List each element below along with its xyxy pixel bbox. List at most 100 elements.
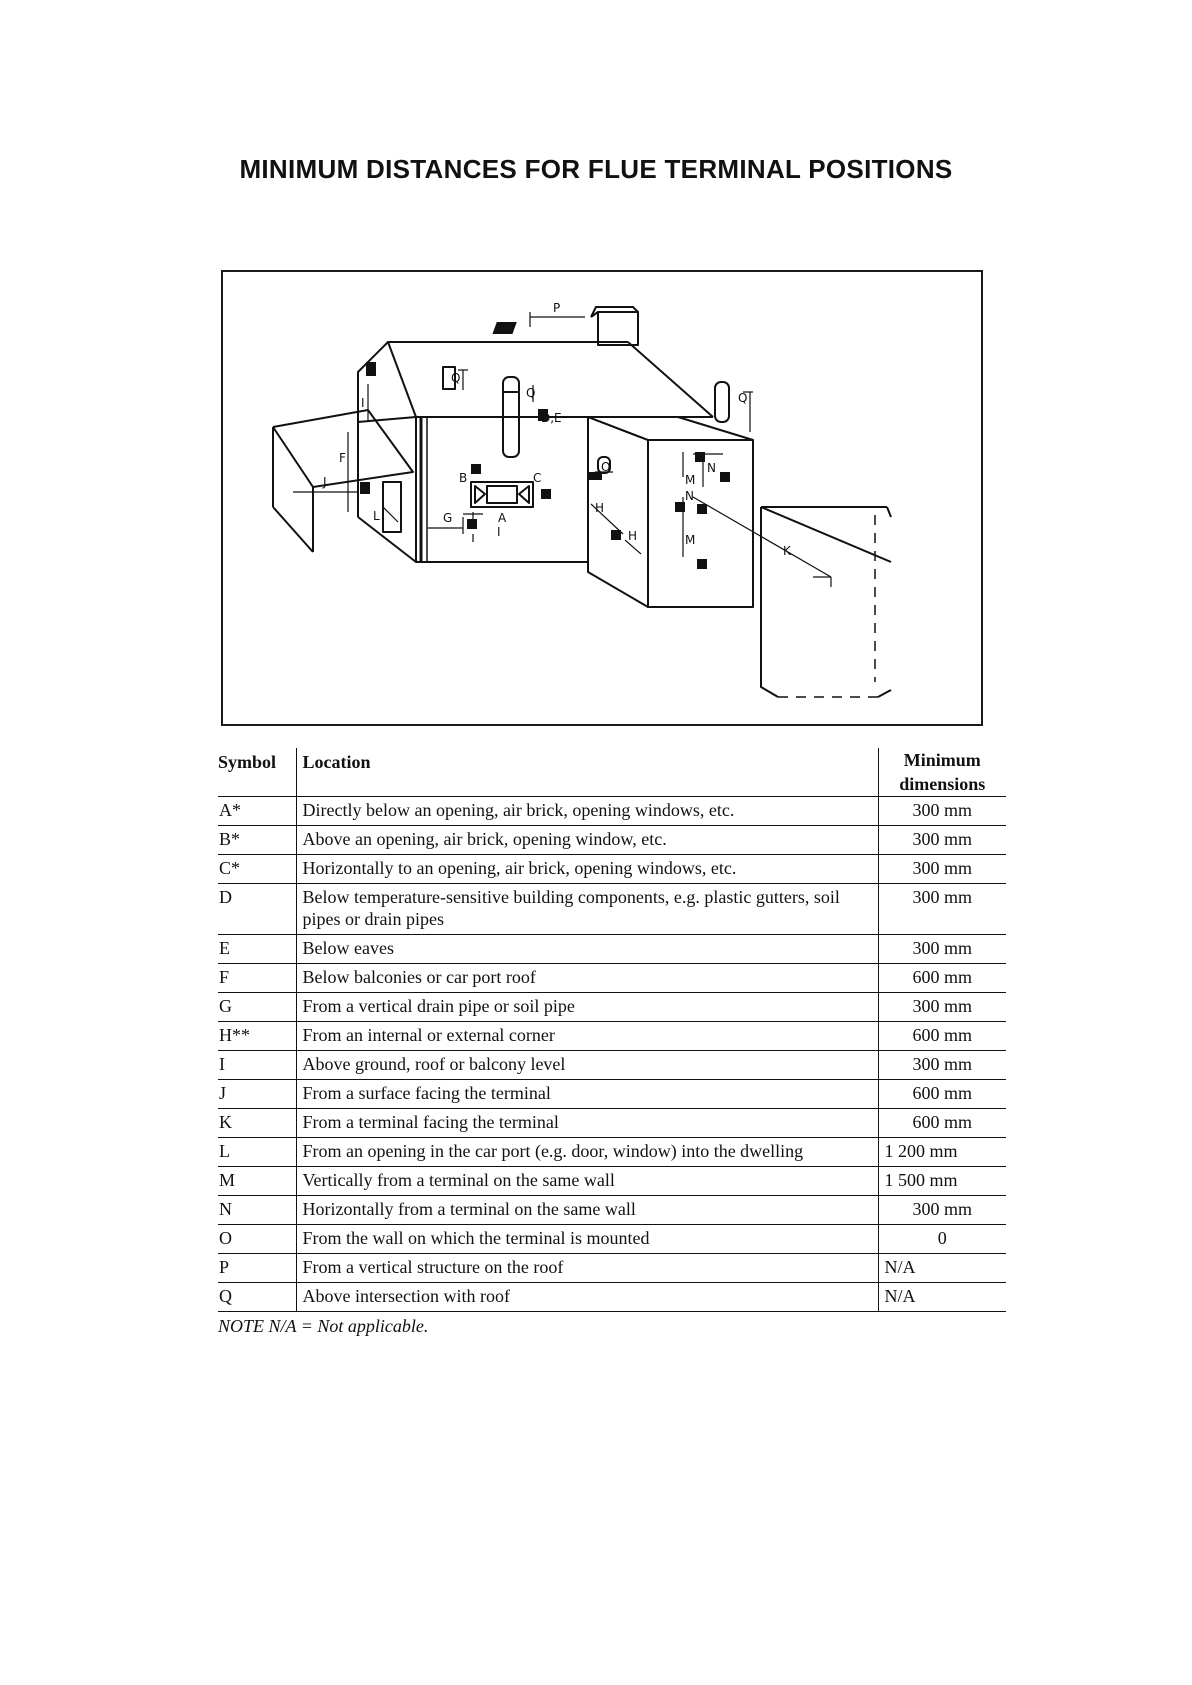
label-j: J xyxy=(322,475,327,489)
row-symbol: M xyxy=(219,1170,236,1190)
terminal-o xyxy=(588,472,602,480)
row-minimum-dimension: 600 mm xyxy=(877,1079,1006,1109)
label-n-mid: N xyxy=(685,489,694,503)
header-minimum-line1: Minimum xyxy=(903,750,981,770)
row-minimum-dimension: 0 xyxy=(877,1224,1006,1254)
row-minimum-dimension: 300 mm xyxy=(877,825,1006,855)
row-minimum-dimension: N/A xyxy=(877,1282,1006,1312)
terminal-de xyxy=(538,409,548,421)
label-de: D,E xyxy=(541,411,562,425)
row-symbol: N xyxy=(219,1199,232,1219)
house-roof xyxy=(388,341,714,418)
row-symbol: E xyxy=(219,938,230,958)
table-note: NOTE N/A = Not applicable. xyxy=(218,1316,429,1336)
drain-pipe xyxy=(419,417,428,562)
row-symbol: P xyxy=(219,1257,230,1277)
row-minimum-dimension: 1 200 mm xyxy=(877,1137,1006,1167)
terminal-n xyxy=(720,472,730,482)
terminal-c xyxy=(541,489,551,499)
terminal-m-bottom xyxy=(697,559,707,569)
row-minimum-dimension: 600 mm xyxy=(877,1021,1006,1051)
label-h-lower: H xyxy=(628,529,637,543)
row-symbol: L xyxy=(219,1141,230,1161)
label-k: K xyxy=(783,544,792,558)
row-location: Above an opening, air brick, opening win… xyxy=(295,825,878,855)
label-b: B xyxy=(459,471,467,485)
dimension-lines xyxy=(293,312,832,587)
row-symbol: O xyxy=(219,1228,232,1248)
row-location: Directly below an opening, air brick, op… xyxy=(295,796,878,826)
row-symbol: I xyxy=(219,1054,225,1074)
table-body: A*Directly below an opening, air brick, … xyxy=(218,796,1006,1312)
label-p: P xyxy=(553,301,560,315)
row-location: Below eaves xyxy=(295,934,878,964)
label-o: O xyxy=(601,460,610,474)
row-minimum-dimension: 300 mm xyxy=(877,1050,1006,1080)
row-minimum-dimension: 1 500 mm xyxy=(877,1166,1006,1196)
row-symbol: G xyxy=(219,996,232,1016)
row-location: Above intersection with roof xyxy=(295,1282,878,1312)
terminal-b xyxy=(471,464,481,474)
label-i-upper: I xyxy=(361,396,365,410)
row-location: From an internal or external corner xyxy=(295,1021,878,1051)
roof-terminal xyxy=(492,322,517,334)
table-row: A*Directly below an opening, air brick, … xyxy=(218,796,1006,826)
label-h-upper: H xyxy=(595,501,604,515)
table-row: C* Horizontally to an opening, air brick,… xyxy=(218,854,1006,884)
carport-door xyxy=(382,481,402,533)
table-row: G From a vertical drain pipe or soil pipe… xyxy=(218,992,1006,1022)
row-symbol: K xyxy=(219,1112,232,1132)
row-symbol: B* xyxy=(219,829,241,849)
terminal-centre xyxy=(697,504,707,514)
row-symbol: F xyxy=(219,967,230,987)
label-q-right: Q xyxy=(738,391,747,405)
row-location: Horizontally to an opening, air brick, o… xyxy=(295,854,878,884)
terminal-l xyxy=(360,482,370,494)
header-minimum-line2: dimensions xyxy=(899,774,986,794)
header-minimum: Minimum dimensions xyxy=(877,748,1006,797)
row-minimum-dimension: 600 mm xyxy=(877,963,1006,993)
label-a: A xyxy=(498,511,507,525)
flue-pipe-roof-centre xyxy=(502,376,520,458)
table-header-row: Symbol Location Minimum dimensions xyxy=(218,748,1006,797)
row-symbol: D xyxy=(219,887,232,907)
row-minimum-dimension: 300 mm xyxy=(877,854,1006,884)
label-m-lower: M xyxy=(685,533,695,547)
header-location: Location xyxy=(295,748,878,797)
label-c: C xyxy=(533,471,541,485)
flue-terminal-diagram: P Q Q Q D,E I F J L B C G A I O H H N N … xyxy=(221,270,983,726)
row-minimum-dimension: 300 mm xyxy=(877,883,1006,935)
row-location: Above ground, roof or balcony level xyxy=(295,1050,878,1080)
terminal-a xyxy=(467,519,477,529)
window xyxy=(470,481,534,508)
header-symbol: Symbol xyxy=(218,752,277,772)
row-location: Vertically from a terminal on the same w… xyxy=(295,1166,878,1196)
row-symbol: J xyxy=(219,1083,227,1103)
flue-pipe-roof-left xyxy=(442,366,456,390)
label-m-upper: M xyxy=(685,473,695,487)
terminal-m-top xyxy=(695,452,705,462)
table-row: B* Above an opening, air brick, opening w… xyxy=(218,825,1006,855)
label-f: F xyxy=(339,451,346,465)
row-location: From a surface facing the terminal xyxy=(295,1079,878,1109)
terminal-i xyxy=(366,362,376,376)
minimum-distances-table: Symbol Location Minimum dimensions A*Dir… xyxy=(218,748,1006,1312)
terminal-h xyxy=(611,530,621,540)
row-location: From a vertical drain pipe or soil pipe xyxy=(295,992,878,1022)
label-l: L xyxy=(373,509,380,523)
row-symbol: C* xyxy=(219,858,241,878)
row-minimum-dimension: 300 mm xyxy=(877,934,1006,964)
row-minimum-dimension: 300 mm xyxy=(877,1195,1006,1225)
roof-structure-box xyxy=(590,306,639,346)
row-symbol: H** xyxy=(219,1025,250,1045)
carport-shape xyxy=(272,409,414,553)
facing-surface-wall xyxy=(760,506,892,698)
